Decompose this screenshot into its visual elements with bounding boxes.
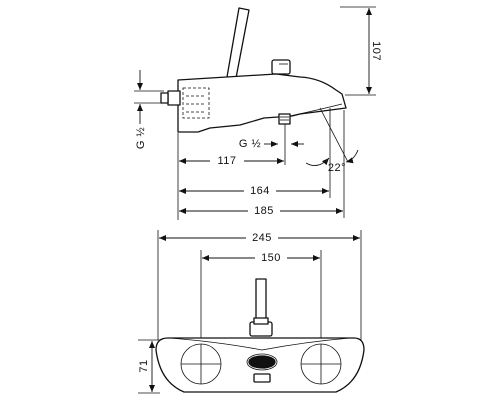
dimension-thread-horizontal: G ½ — [239, 138, 304, 150]
dimension-150: 150 — [202, 250, 320, 266]
center-oval — [248, 355, 276, 369]
height-label: 107 — [370, 41, 382, 61]
top-lever — [249, 278, 273, 337]
dim-164-label: 164 — [250, 185, 270, 197]
top-view: 245 150 71 — [138, 230, 365, 394]
dimension-71: 71 — [138, 341, 155, 392]
dimension-angle: 22° — [305, 149, 359, 174]
side-view: 107 G ½ G ½ 117 22° — [134, 6, 382, 220]
lever-handle — [226, 7, 250, 79]
thread-vertical-label: G ½ — [135, 127, 147, 149]
rear-connection — [160, 90, 181, 106]
dimension-245: 245 — [159, 230, 360, 246]
diverter-knob — [271, 59, 291, 75]
width-label: 245 — [252, 232, 272, 244]
bottom-fitting — [278, 113, 291, 125]
dimension-185: 185 — [179, 203, 343, 219]
internal-cartridge-hidden-lines — [182, 87, 210, 119]
side-extension-lines — [134, 6, 376, 220]
dimension-164: 164 — [179, 183, 329, 199]
spacing-label: 150 — [261, 252, 281, 264]
dimension-thread-vertical: G ½ — [135, 70, 147, 149]
spout-body — [177, 73, 347, 133]
thread-horizontal-label: G ½ — [239, 138, 261, 150]
dimension-height: 107 — [366, 7, 382, 94]
dim-117-label: 117 — [217, 155, 236, 167]
dimension-117: 117 — [179, 153, 284, 169]
depth-label: 71 — [138, 359, 150, 372]
front-outlet — [253, 373, 271, 383]
dim-185-label: 185 — [254, 205, 274, 217]
angle-label: 22° — [328, 162, 346, 174]
